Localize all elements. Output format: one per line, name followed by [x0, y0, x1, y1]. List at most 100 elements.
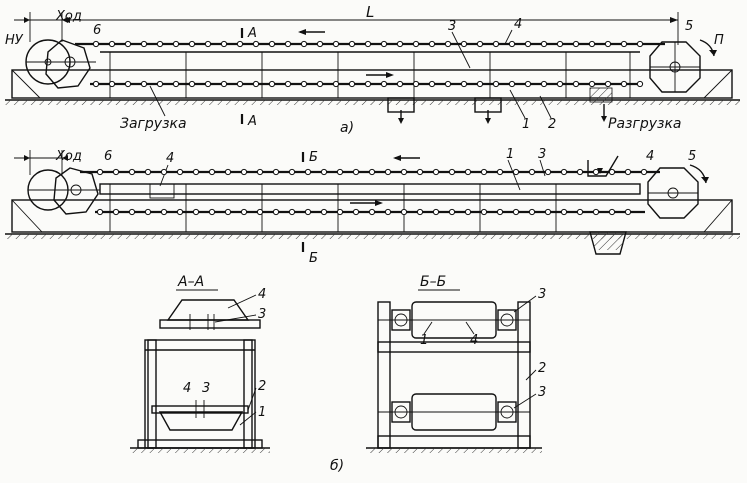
aa-label-3-bottom: 3 — [202, 381, 210, 396]
label-2-a: 2 — [548, 117, 556, 132]
head-sprocket-b — [647, 164, 709, 219]
chain-link — [304, 208, 312, 216]
chain-link — [592, 168, 600, 176]
chain-link — [112, 168, 120, 176]
six-label-a: 6 — [93, 23, 101, 38]
chain-link — [480, 168, 488, 176]
chain-link — [576, 208, 584, 216]
chain-link — [528, 208, 536, 216]
chain-link — [364, 40, 372, 48]
chain-link — [128, 168, 136, 176]
chain-link — [464, 208, 472, 216]
bb-label-2: 2 — [538, 361, 546, 376]
ground-a — [5, 99, 740, 105]
section-aa-title: А–А — [177, 274, 204, 290]
caption-a: а) — [340, 120, 354, 136]
chain-link — [272, 168, 280, 176]
chain-link — [208, 168, 216, 176]
chain-link — [96, 168, 104, 176]
bb-label-3-bottom: 3 — [538, 385, 546, 400]
chain-link — [512, 208, 520, 216]
chain-link — [492, 80, 500, 88]
tail-sprocket-b — [27, 167, 100, 215]
section-bb-title: Б–Б — [420, 274, 446, 290]
chain-link — [464, 168, 472, 176]
chain-link — [540, 80, 548, 88]
section-aa: А–А 4 3 4 3 2 1 — [130, 274, 270, 453]
head-sprocket-a — [649, 39, 717, 93]
chain-link — [272, 208, 280, 216]
chain-link — [444, 40, 452, 48]
chain-link — [636, 40, 644, 48]
unload-label: Разгрузка — [608, 116, 681, 132]
chain-link — [640, 168, 648, 176]
chain-link — [176, 208, 184, 216]
section-bb: Б–Б 3 1 4 2 3 — [366, 274, 546, 453]
chain-link — [636, 80, 644, 88]
aa-label-1: 1 — [258, 405, 266, 420]
chain-link — [400, 208, 408, 216]
chain-link — [556, 40, 564, 48]
chain-link — [140, 40, 148, 48]
chain-link — [240, 168, 248, 176]
chain-link — [524, 80, 532, 88]
chain-link — [412, 40, 420, 48]
label-1-b: 1 — [506, 147, 514, 162]
label-5-b: 5 — [688, 149, 696, 164]
chain-link — [304, 168, 312, 176]
chain-link — [224, 168, 232, 176]
chain-link — [512, 168, 520, 176]
chain-link — [204, 80, 212, 88]
chain-link — [400, 168, 408, 176]
chain-link — [332, 40, 340, 48]
chain-link — [252, 80, 260, 88]
figure-a: Ход L НУ 6 5 П — [5, 3, 740, 136]
chain-link — [540, 40, 548, 48]
chain-link — [560, 208, 568, 216]
chain-link — [112, 208, 120, 216]
chain-link — [288, 208, 296, 216]
chain-link — [432, 208, 440, 216]
chain-link — [256, 168, 264, 176]
chain-link — [124, 80, 132, 88]
label-1-a: 1 — [522, 117, 530, 132]
chain-link — [108, 80, 116, 88]
chain-link — [380, 40, 388, 48]
chain-link — [268, 80, 276, 88]
chain-link — [256, 208, 264, 216]
chain-link — [316, 80, 324, 88]
chain-link — [460, 40, 468, 48]
chain-link — [128, 208, 136, 216]
discharge-b — [587, 155, 627, 255]
stroke-label-b: Ход — [55, 149, 82, 164]
chain-link — [92, 40, 100, 48]
chain-link — [320, 168, 328, 176]
chain-link — [592, 208, 600, 216]
chain-links-lower-a — [92, 80, 644, 88]
chain-link — [428, 80, 436, 88]
length-label: L — [366, 3, 374, 21]
chain-link — [192, 208, 200, 216]
chain-link — [300, 40, 308, 48]
chain-link — [320, 208, 328, 216]
label-3-b: 3 — [538, 147, 546, 162]
label-4-a: 4 — [514, 17, 522, 32]
bb-label-3-top: 3 — [538, 287, 546, 302]
chain-link — [160, 168, 168, 176]
chain-link — [556, 80, 564, 88]
chain-link — [496, 168, 504, 176]
chain-link — [608, 208, 616, 216]
stroke-dimension-b: Ход — [14, 149, 82, 175]
chain-link — [528, 168, 536, 176]
chain-link — [204, 40, 212, 48]
section-mark-b-bottom: Б — [309, 251, 318, 266]
chain-link — [144, 208, 152, 216]
chain-link — [508, 80, 516, 88]
label-4-b-right: 4 — [646, 149, 654, 164]
chain-link — [284, 80, 292, 88]
chain-link — [524, 40, 532, 48]
bb-label-1: 1 — [420, 333, 428, 348]
chain-link — [448, 208, 456, 216]
chain-link — [380, 80, 388, 88]
chain-link — [192, 168, 200, 176]
